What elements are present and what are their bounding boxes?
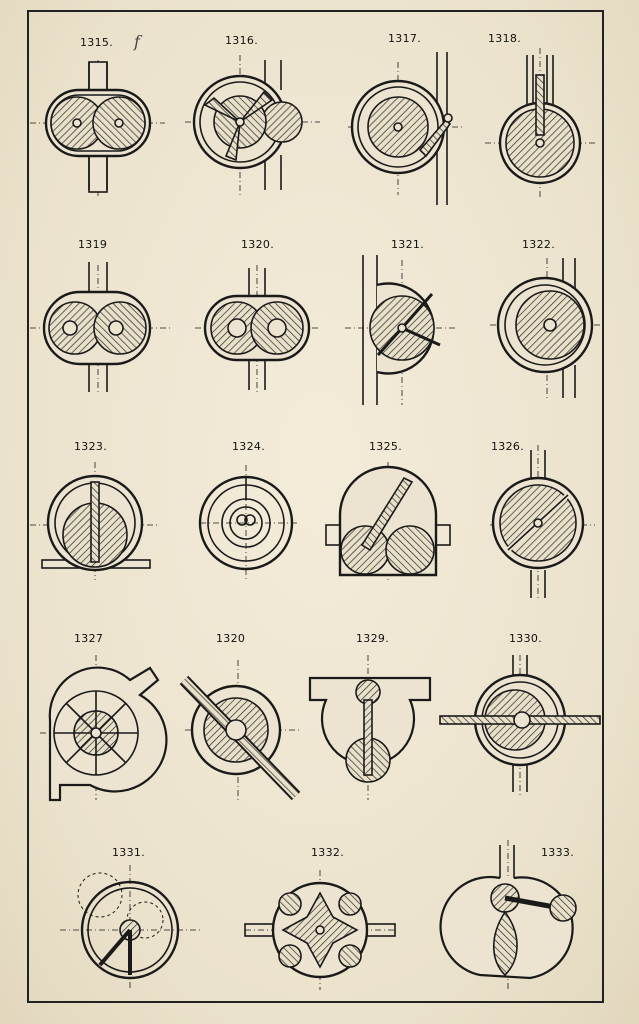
figure-1332 [244, 870, 396, 990]
figure-1329 [308, 655, 432, 800]
figure-label-1317: 1317. [388, 32, 421, 45]
figure-1317 [348, 52, 465, 205]
figure-label-1318: 1318. [488, 32, 521, 45]
figure-label-1327: 1327 [74, 632, 104, 645]
figure-label-1333: 1333. [541, 846, 574, 859]
figure-1333 [439, 840, 577, 990]
figure-1328 [179, 660, 301, 801]
figure-label-1320: 1320. [241, 238, 274, 251]
figure-1316 [185, 55, 320, 195]
figure-label-1328: 1320 [216, 632, 246, 645]
figure-label-1322: 1322. [522, 238, 555, 251]
figure-label-1321: 1321. [391, 238, 424, 251]
figure-label-1326: 1326. [491, 440, 524, 453]
figure-label-1331: 1331. [112, 846, 145, 859]
figure-1325 [325, 462, 451, 580]
figure-label-1324: 1324. [232, 440, 265, 453]
figure-label-1325: 1325. [369, 440, 402, 453]
plate-border [27, 10, 604, 1003]
figure-1318 [485, 48, 595, 200]
figure-label-1330: 1330. [509, 632, 542, 645]
figure-1320 [195, 265, 320, 395]
figure-1326 [490, 445, 595, 600]
figure-1321 [345, 255, 455, 405]
figure-1323 [30, 462, 160, 580]
figure-1327 [40, 655, 168, 802]
figure-1324 [198, 465, 300, 580]
figure-label-1329: 1329. [356, 632, 389, 645]
figure-1322 [490, 258, 600, 400]
pencil-mark: f [134, 32, 140, 51]
figure-1315 [30, 60, 165, 198]
figure-label-1323: 1323. [74, 440, 107, 453]
figure-label-1332: 1332. [311, 846, 344, 859]
figure-1319 [30, 262, 170, 395]
figure-label-1316: 1316. [225, 34, 258, 47]
figure-1330 [439, 655, 601, 795]
figure-label-1319: 1319 [78, 238, 108, 251]
figure-1331 [60, 865, 200, 990]
figure-label-1315: 1315. [80, 36, 113, 49]
